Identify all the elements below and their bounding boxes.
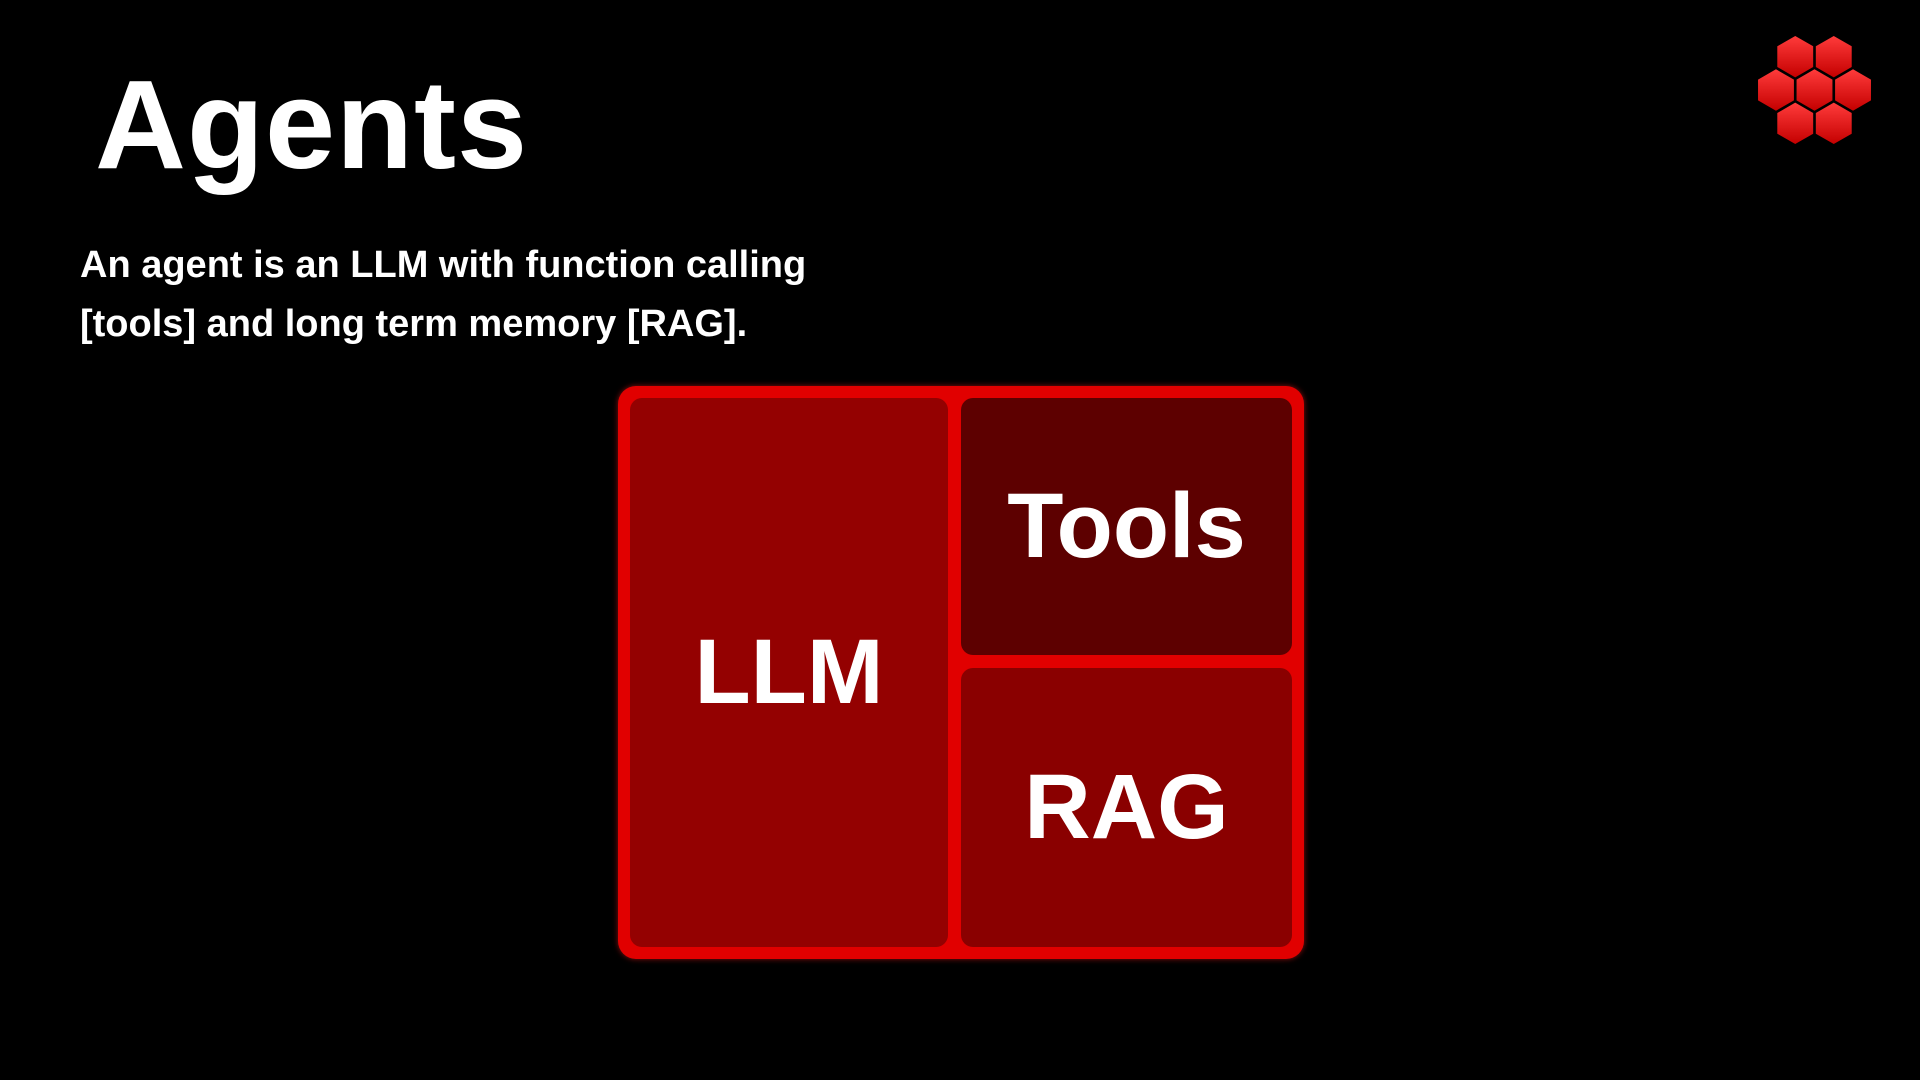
tools-box: Tools <box>961 398 1292 655</box>
tools-label: Tools <box>1007 474 1246 577</box>
hexagon-cluster-logo-icon <box>1758 35 1871 145</box>
llm-label: LLM <box>694 621 884 723</box>
subtitle-line-1: An agent is an LLM with function calling <box>80 244 807 286</box>
slide-subtitle: An agent is an LLM with function calling… <box>80 236 806 354</box>
subtitle-line-2: [tools] and long term memory [RAG]. <box>80 302 748 345</box>
rag-box: RAG <box>961 667 1292 947</box>
page-title: Agents <box>95 54 529 195</box>
rag-label: RAG <box>1024 755 1229 858</box>
agent-architecture-diagram: LLM Tools RAG <box>618 386 1304 959</box>
llm-box: LLM <box>630 398 948 947</box>
